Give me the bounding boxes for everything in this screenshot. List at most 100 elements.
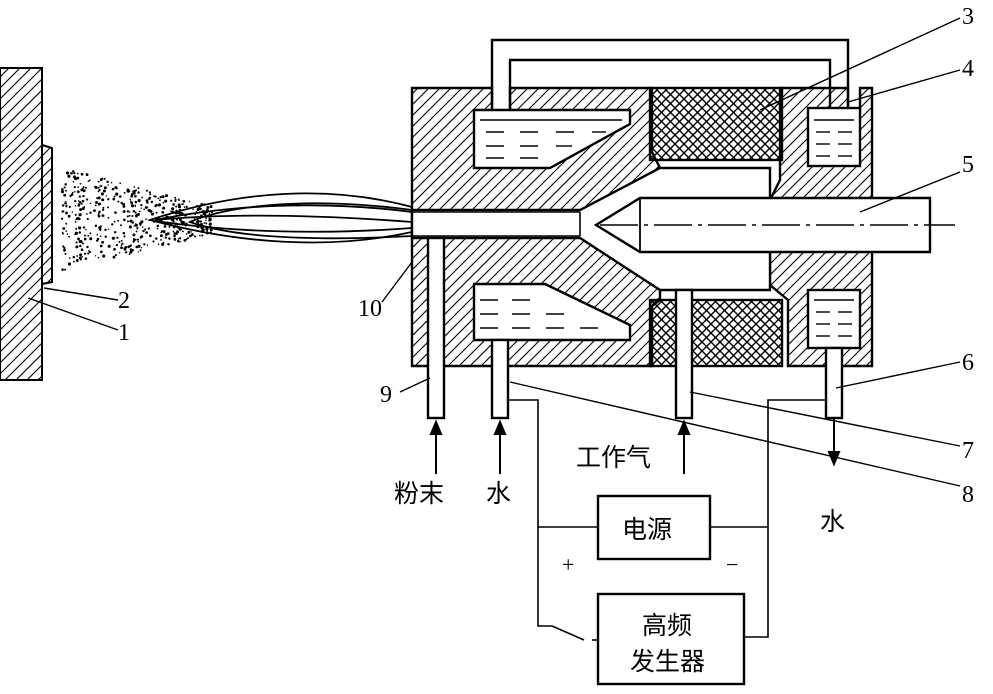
circuit-wires (508, 399, 826, 641)
spray-particle (123, 218, 126, 222)
spray-particle (146, 206, 149, 209)
spray-particle (187, 230, 191, 234)
spray-particle (88, 179, 91, 182)
spray-particle (97, 256, 100, 259)
spray-particle (174, 200, 177, 203)
spray-particle (90, 211, 92, 213)
spray-particle (73, 185, 76, 189)
spray-particle (103, 177, 106, 180)
spray-particle (61, 231, 64, 234)
spray-particle (149, 235, 152, 238)
spray-particle (79, 253, 83, 257)
spray-particle (137, 187, 140, 190)
spray-particle (65, 222, 68, 225)
spray-particle (101, 240, 105, 244)
spray-particle (188, 200, 191, 203)
spray-particle (113, 230, 117, 234)
spray-particle (113, 195, 116, 198)
spray-particle (149, 193, 152, 196)
spray-particle (117, 200, 120, 203)
spray-particle (119, 195, 122, 198)
part-number-2: 2 (118, 288, 130, 314)
spray-particle (208, 218, 212, 222)
label-powder: 粉末 (394, 479, 444, 508)
spray-particle (119, 182, 122, 185)
spray-particle (167, 243, 170, 246)
spray-particle (94, 224, 98, 227)
spray-particle (183, 206, 186, 208)
spray-particle (186, 206, 188, 208)
spray-particle (83, 237, 87, 241)
spray-particle (77, 204, 81, 207)
spray-particle (78, 226, 82, 230)
spray-particle (169, 210, 172, 212)
spray-particle (209, 205, 213, 209)
spray-particle (131, 214, 134, 218)
spray-particle (60, 190, 65, 194)
spray-particle (136, 238, 139, 241)
spray-particle (177, 231, 179, 234)
spray-particle (78, 195, 82, 198)
spray-particle (137, 212, 140, 216)
power-supply-box (596, 494, 712, 561)
spray-particle (206, 206, 210, 209)
spray-particle (99, 229, 102, 231)
part-number-8: 8 (962, 482, 974, 508)
spray-particle (134, 223, 138, 227)
spray-particle (71, 191, 74, 194)
spray-particle (182, 230, 184, 233)
spray-particle (122, 202, 125, 206)
spray-particle (73, 172, 76, 175)
spray-particle (81, 255, 84, 258)
spray-particle (137, 251, 140, 253)
spray-particle (205, 227, 209, 231)
spray-particle (202, 212, 206, 216)
spray-particle (160, 238, 162, 241)
spray-particle (137, 240, 140, 243)
spray-particle (97, 212, 100, 214)
spray-particle (144, 228, 147, 231)
spray-particle (180, 220, 184, 224)
water-chamber-lower (472, 282, 632, 342)
spray-particle (62, 227, 66, 230)
spray-particle (94, 255, 97, 257)
part-number-3: 3 (962, 4, 974, 30)
spray-particle (172, 203, 175, 206)
spray-particle (76, 190, 80, 194)
spray-particle (137, 191, 140, 194)
spray-particle (155, 237, 158, 240)
spray-particle (128, 253, 131, 256)
spray-particle (94, 185, 98, 190)
spray-particle (107, 228, 110, 231)
spray-particle (126, 210, 130, 213)
spray-particle (145, 231, 148, 234)
spray-particle (99, 235, 102, 237)
spray-particle (145, 218, 147, 221)
spray-particle (81, 199, 85, 203)
spray-particle (129, 198, 131, 201)
spray-particle (74, 213, 77, 216)
spray-particle (80, 202, 83, 205)
spray-particle (149, 210, 153, 213)
spray-particle (83, 252, 87, 255)
spray-particle (140, 203, 143, 207)
spray-particle (83, 234, 87, 237)
spray-particle (188, 234, 192, 238)
spray-particle (128, 225, 132, 229)
spray-particle (71, 211, 74, 213)
spray-particle (157, 197, 160, 200)
spray-particle (145, 189, 149, 192)
spray-particle (126, 215, 129, 218)
spray-particle (175, 232, 178, 235)
spray-particle (168, 225, 171, 228)
spray-particle (74, 177, 78, 181)
spray-particle (62, 245, 65, 248)
spray-particle (206, 208, 209, 211)
spray-particles (60, 170, 213, 271)
water-jacket-lower (806, 288, 862, 350)
spray-particle (122, 210, 126, 213)
spray-particle (70, 193, 74, 196)
spray-particle (61, 204, 65, 207)
spray-particle (61, 268, 64, 271)
spray-particle (82, 194, 85, 198)
